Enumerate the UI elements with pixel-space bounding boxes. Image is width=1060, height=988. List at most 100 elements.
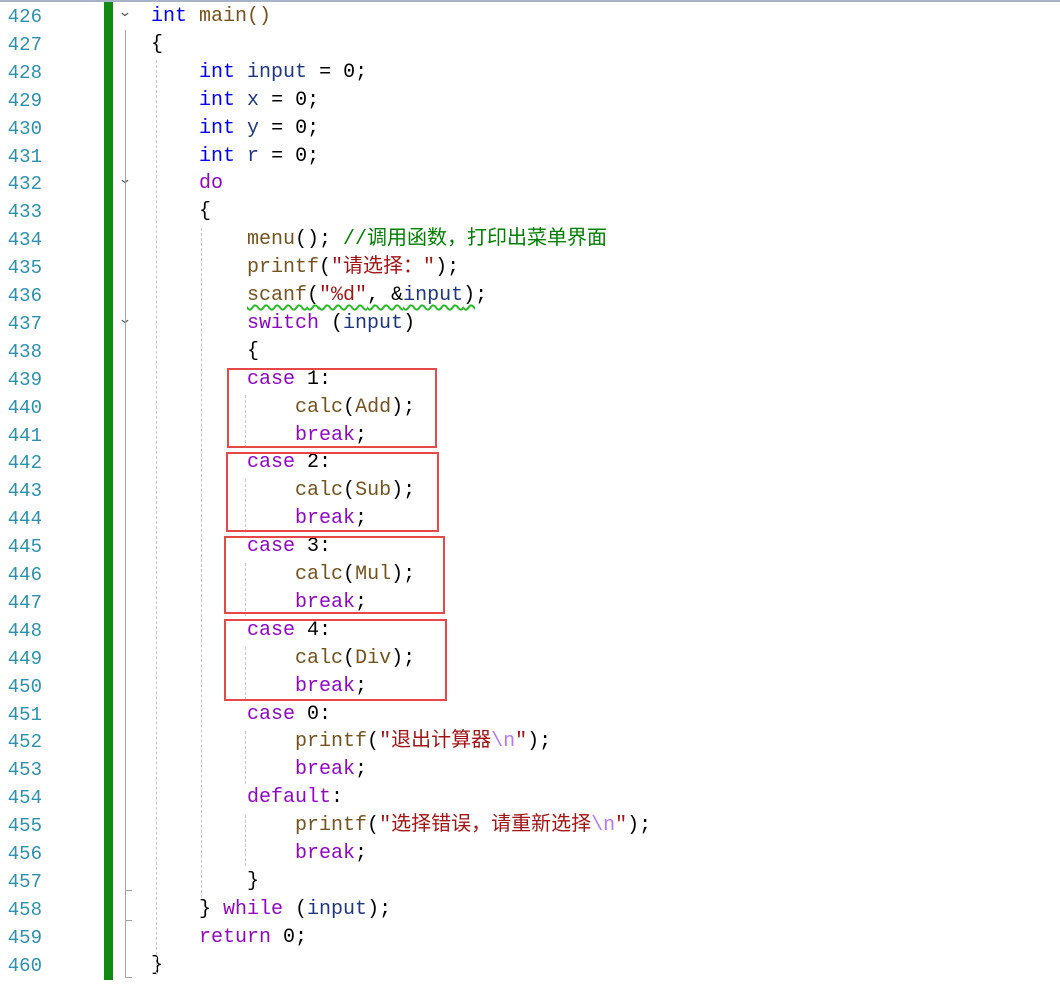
code-line[interactable]: 446 calc(Mul);: [0, 561, 1060, 589]
code-line[interactable]: 443 calc(Sub);: [0, 477, 1060, 505]
code-line[interactable]: 434 menu(); //调用函数，打印出菜单界面: [0, 226, 1060, 254]
code-line[interactable]: 433 {: [0, 198, 1060, 226]
code-line[interactable]: 458 } while (input);: [0, 896, 1060, 924]
code-line[interactable]: 430 int y = 0;: [0, 115, 1060, 143]
code-token: 0;: [271, 925, 308, 949]
line-number: 426: [7, 6, 42, 28]
code-token: return: [199, 925, 272, 949]
code-token: y: [247, 116, 260, 140]
code-text: case 2:: [151, 449, 331, 477]
code-line[interactable]: 441 break;: [0, 422, 1060, 450]
code-token: printf: [295, 814, 368, 838]
line-number: 442: [7, 452, 42, 475]
line-number: 429: [7, 89, 42, 112]
code-line[interactable]: 451 case 0:: [0, 701, 1060, 729]
code-line[interactable]: 447 break;: [0, 589, 1060, 617]
code-line[interactable]: 459 return 0;: [0, 924, 1060, 952]
code-token: (: [343, 395, 356, 419]
code-token: [151, 786, 247, 809]
code-token: );: [627, 814, 652, 838]
code-line[interactable]: 439 case 1:: [0, 366, 1060, 394]
code-text: {: [151, 338, 259, 366]
chevron-down-icon[interactable]: ⌄: [117, 5, 133, 20]
code-token: ;: [355, 590, 368, 614]
code-token: calc: [295, 563, 344, 586]
code-text: {: [151, 198, 211, 226]
code-line[interactable]: 437 switch (input): [0, 310, 1060, 338]
code-text: break;: [151, 505, 367, 533]
code-text: case 4:: [151, 617, 331, 645]
code-line[interactable]: 450 break;: [0, 673, 1060, 701]
indent-guide: [245, 479, 246, 532]
line-number: 436: [7, 285, 42, 307]
code-line[interactable]: 428 int input = 0;: [0, 59, 1060, 87]
code-text: calc(Mul);: [151, 561, 415, 589]
code-line[interactable]: 427{: [0, 31, 1060, 59]
code-line[interactable]: 429 int x = 0;: [0, 87, 1060, 115]
code-token: [151, 758, 295, 781]
code-line[interactable]: 456 break;: [0, 840, 1060, 868]
code-token: calc: [295, 395, 344, 419]
code-token: [151, 284, 247, 307]
code-line[interactable]: 445 case 3:: [0, 533, 1060, 561]
code-line[interactable]: 453 break;: [0, 756, 1060, 784]
code-token: int: [199, 88, 236, 112]
code-line[interactable]: 440 calc(Add);: [0, 394, 1060, 422]
code-token: );: [391, 646, 416, 670]
code-token: "退出计算器: [379, 730, 492, 754]
outline-end-do: [125, 920, 132, 921]
code-token: }: [151, 897, 224, 921]
code-token: //调用函数，打印出菜单界面: [343, 228, 608, 252]
code-line[interactable]: 452 printf("退出计算器\n");: [0, 728, 1060, 756]
change-tracking-bar: [104, 2, 113, 980]
code-line[interactable]: 460}: [0, 952, 1060, 980]
outline-end-switch: [125, 890, 132, 891]
code-text: }: [151, 952, 163, 980]
code-line[interactable]: 442 case 2:: [0, 449, 1060, 477]
code-text: } while (input);: [151, 896, 391, 924]
code-token: Div: [355, 646, 392, 670]
code-line[interactable]: 444 break;: [0, 505, 1060, 533]
line-number: 446: [7, 564, 42, 586]
outline-line-switch: [125, 345, 126, 890]
code-token: ;: [355, 674, 368, 698]
code-token: case: [247, 367, 296, 391]
code-line[interactable]: 457 }: [0, 868, 1060, 896]
code-line[interactable]: 431 int r = 0;: [0, 143, 1060, 171]
code-text: }: [151, 868, 259, 896]
code-line[interactable]: 432 do: [0, 170, 1060, 198]
code-line[interactable]: 436 scanf("%d", &input);: [0, 282, 1060, 310]
line-number: 440: [7, 396, 42, 419]
code-token: [235, 61, 247, 84]
line-number: 435: [7, 257, 42, 280]
line-number: 445: [7, 536, 42, 559]
code-token: ): [403, 311, 416, 335]
code-token: [151, 61, 199, 84]
code-token: printf: [247, 256, 320, 280]
code-line[interactable]: 455 printf("选择错误，请重新选择\n");: [0, 812, 1060, 840]
line-number: 433: [7, 201, 42, 224]
code-line[interactable]: 438 {: [0, 338, 1060, 366]
code-token: [151, 145, 199, 168]
code-token: input: [247, 60, 308, 84]
code-token: {: [151, 32, 164, 56]
line-number: 447: [7, 591, 42, 614]
code-token: Sub: [355, 479, 392, 503]
highlight-box: [227, 368, 437, 448]
line-number: 452: [7, 731, 42, 754]
code-token: Add: [355, 395, 392, 419]
code-line[interactable]: 449 calc(Div);: [0, 645, 1060, 673]
code-line[interactable]: 454 default:: [0, 784, 1060, 812]
code-token: default: [247, 786, 332, 810]
line-number: 455: [7, 815, 42, 838]
code-line[interactable]: 448 case 4:: [0, 617, 1060, 645]
code-token: ();: [295, 228, 344, 252]
code-token: :: [331, 786, 344, 810]
code-token: break: [295, 842, 356, 865]
code-token: [151, 312, 247, 335]
code-line[interactable]: 435 printf("请选择：");: [0, 254, 1060, 282]
code-token: }: [151, 869, 260, 893]
code-token: printf: [295, 730, 368, 754]
